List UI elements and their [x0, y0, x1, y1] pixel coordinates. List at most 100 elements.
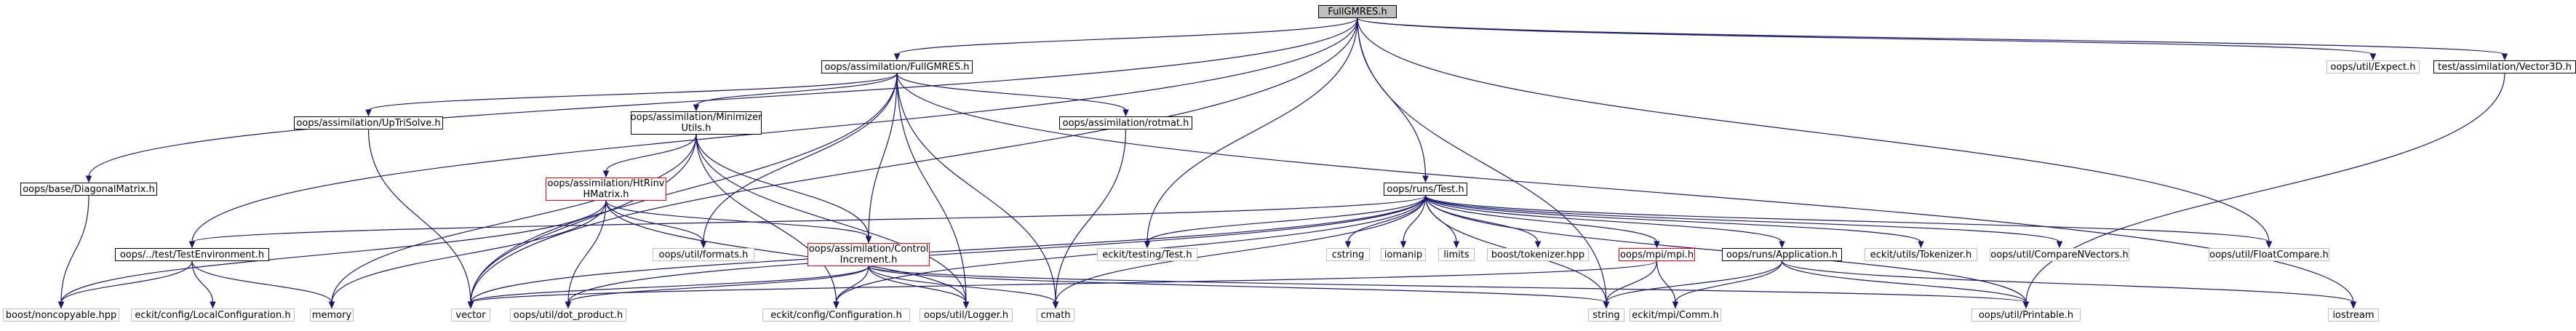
node-rotmat[interactable]: oops/assimilation/rotmat.h [1059, 116, 1192, 129]
edge-assim_fullgmres-to-rotmat [896, 73, 1127, 111]
node-runs-application[interactable]: oops/runs/Application.h [1722, 248, 1842, 261]
node-memory[interactable]: memory [310, 308, 354, 322]
node-minimizer-utils[interactable]: oops/assimilation/Minimizer Utils.h [630, 111, 762, 135]
edge-minimizer_utils-to-eckit_config [695, 134, 837, 303]
edge-uptrisolve-to-vector [367, 129, 471, 303]
edge-mpi-to-vector [470, 260, 1658, 303]
edge-arrowhead-runs_test-to-limits [1453, 241, 1460, 249]
node-util-logger[interactable]: oops/util/Logger.h [920, 308, 1013, 322]
edge-test_env-to-memory [191, 260, 332, 303]
edge-assim_fullgmres-to-formats [703, 73, 898, 243]
edge-arrowhead-application-to-iostream [2350, 301, 2357, 309]
edge-runs_test-to-eckit_tokenizer [1424, 195, 1922, 243]
edge-arrowhead-runs_test-to-tokenizer_hpp [1534, 241, 1542, 249]
edge-test_env-to-local_config [191, 260, 214, 303]
edge-application-to-comm [1675, 260, 1783, 303]
node-string[interactable]: string [1588, 308, 1624, 322]
edge-fullgmres_root-to-runs_test [1357, 17, 1427, 178]
edge-hthinv-to-dot_product [567, 200, 607, 303]
edge-runs_test-to-float_compare [1424, 195, 2270, 243]
node-cmath[interactable]: cmath [1037, 308, 1074, 322]
edge-arrowhead-runs_test-to-application [1779, 241, 1785, 249]
edge-assim_fullgmres-to-logger [896, 73, 967, 303]
node-control-increment[interactable]: oops/assimilation/Control Increment.h [808, 243, 930, 266]
node-diagonal-matrix[interactable]: oops/base/DiagonalMatrix.h [20, 183, 157, 196]
node-vector[interactable]: vector [451, 308, 490, 322]
edge-runs_test-to-test_env [191, 195, 1427, 243]
node-iostream[interactable]: iostream [2328, 308, 2379, 322]
edge-control_incr-to-vector [470, 266, 869, 303]
node-float-compare[interactable]: oops/util/FloatCompare.h [2209, 248, 2329, 261]
edge-runs_test-to-vector [470, 195, 1427, 303]
edge-arrowhead-control_incr-to-logger [962, 301, 970, 309]
edge-minimizer_utils-to-vector [470, 134, 697, 303]
edge-arrowhead-fullgmres_root-to-runs_test [1422, 175, 1429, 183]
edge-control_incr-to-string [868, 266, 1607, 303]
edge-runs_test-to-application [1424, 195, 1783, 243]
edge-assim_fullgmres-to-control_incr [868, 73, 898, 238]
node-test-environment[interactable]: oops/../test/TestEnvironment.h [115, 248, 269, 261]
edge-fullgmres_root-to-test_env [191, 17, 1358, 243]
edge-fullgmres_root-to-float_compare [1357, 17, 2270, 243]
node-mpi[interactable]: oops/mpi/mpi.h [1619, 248, 1695, 261]
node-eckit-mpi-comm[interactable]: eckit/mpi/Comm.h [1630, 308, 1721, 322]
edge-minimizer_utils-to-memory [331, 134, 697, 303]
node-eckit-tokenizer[interactable]: eckit/utils/Tokenizer.h [1865, 248, 1977, 261]
edge-hthinv-to-noncopyable [60, 200, 607, 303]
edge-arrowhead-test_env-to-local_config [210, 301, 216, 309]
edge-arrowhead-test_env-to-memory [328, 301, 335, 309]
edge-hthinv-to-memory [331, 200, 607, 303]
node-util-printable[interactable]: oops/util/Printable.h [1971, 308, 2081, 322]
edge-application-to-printable [1781, 260, 2027, 303]
edge-test_env-to-noncopyable [60, 260, 193, 303]
edge-runs_test-to-eckit_test [1147, 195, 1427, 243]
edge-fullgmres_root-to-string [1357, 17, 1607, 303]
node-runs-test[interactable]: oops/runs/Test.h [1384, 183, 1467, 196]
node-dot-product[interactable]: oops/util/dot_product.h [510, 308, 626, 322]
edge-arrowhead-assim_fullgmres-to-minimizer_utils [693, 104, 700, 112]
edge-fullgmres_root-to-vector3d [1357, 17, 2505, 55]
edge-runs_test-to-mpi [1424, 195, 1658, 243]
edge-rotmat-to-cmath [1055, 129, 1127, 303]
edge-arrowhead-fullgmres_root-to-assim_fullgmres [893, 53, 901, 61]
edge-arrowhead-control_incr-to-eckit_config [833, 301, 840, 309]
node-eckit-testing-test[interactable]: eckit/testing/Test.h [1097, 248, 1197, 261]
node-limits[interactable]: limits [1438, 248, 1475, 261]
node-local-configuration[interactable]: eckit/config/LocalConfiguration.h [131, 308, 295, 322]
node-test-vector3d[interactable]: test/assimilation/Vector3D.h [2433, 60, 2576, 73]
edge-control_incr-to-printable [868, 266, 2027, 303]
edge-arrowhead-runs_test-to-compare_nvectors [2056, 241, 2063, 249]
edge-arrowhead-runs_test-to-test_env [188, 241, 196, 249]
node-boost-tokenizer[interactable]: boost/tokenizer.hpp [1487, 248, 1589, 261]
edge-runs_test-to-dot_product [567, 195, 1427, 303]
node-util-expect[interactable]: oops/util/Expect.h [2326, 60, 2420, 73]
node-cstring[interactable]: cstring [1326, 248, 1370, 261]
edge-runs_test-to-iomanip [1403, 195, 1427, 243]
edge-assim_fullgmres-to-uptrisolve [367, 73, 898, 111]
node-fullgmres-root[interactable]: FullGMRES.h [1318, 5, 1397, 18]
edge-fullgmres_root-to-eckit_test [1147, 17, 1358, 243]
edge-diagonal_matrix-to-noncopyable [60, 195, 89, 303]
edge-control_incr-to-dot_product [567, 266, 869, 303]
edge-fullgmres_root-to-vector [470, 17, 1358, 303]
edge-arrowhead-assim_fullgmres-to-rotmat [1122, 109, 1129, 117]
node-util-formats[interactable]: oops/util/formats.h [653, 248, 754, 261]
edge-application-to-string [1606, 260, 1783, 303]
edge-arrowhead-control_incr-to-cmath [1052, 301, 1059, 309]
edge-runs_test-to-compare_nvectors [1424, 195, 2060, 243]
node-compare-nvectors[interactable]: oops/util/CompareNVectors.h [1990, 248, 2129, 261]
edge-arrowhead-runs_test-to-cstring [1344, 241, 1352, 249]
node-boost-noncopyable[interactable]: boost/noncopyable.hpp [3, 308, 119, 322]
edge-arrowhead-hthinv-to-formats [700, 241, 707, 249]
edge-arrowhead-test_env-to-noncopyable [57, 301, 65, 309]
node-iomanip[interactable]: iomanip [1381, 248, 1426, 261]
node-htrinv-hmatrix[interactable]: oops/assimilation/HtRinv HMatrix.h [546, 178, 666, 201]
edge-arrowhead-assim_fullgmres-to-uptrisolve [365, 109, 372, 117]
node-uptrisolve[interactable]: oops/assimilation/UpTriSolve.h [294, 116, 443, 129]
edge-assim_fullgmres-to-minimizer_utils [695, 73, 898, 106]
node-assimilation-fullgmres[interactable]: oops/assimilation/FullGMRES.h [821, 60, 973, 73]
edge-arrowhead-application-to-string [1603, 301, 1610, 309]
node-eckit-configuration[interactable]: eckit/config/Configuration.h [762, 308, 910, 322]
